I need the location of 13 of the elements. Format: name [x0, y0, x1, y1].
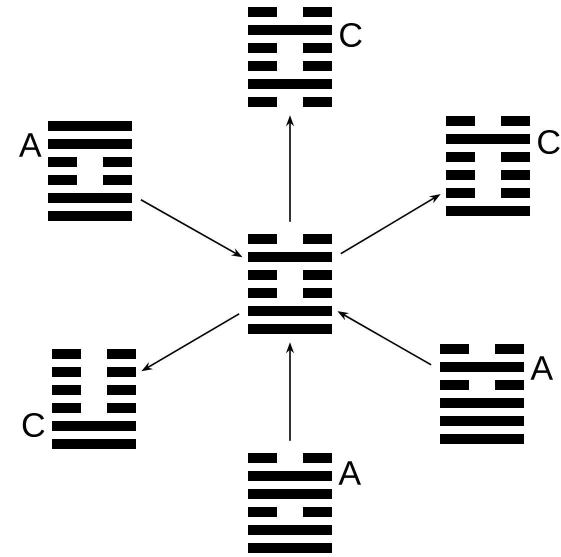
side-label: C [340, 22, 362, 48]
side-label: A [530, 356, 554, 380]
hexagram-drawing [52, 349, 136, 449]
side-label: C [538, 130, 560, 154]
side-label: C [22, 412, 44, 438]
hexagram-drawing [446, 116, 530, 216]
hexagram-drawing [440, 344, 524, 444]
hexagram-drawing [248, 234, 332, 334]
hexagram-drawing [248, 453, 332, 553]
hexagram-drawing [248, 7, 332, 107]
side-label: A [338, 461, 362, 485]
hexagram-drawing [48, 121, 132, 221]
side-label: A [19, 133, 42, 157]
